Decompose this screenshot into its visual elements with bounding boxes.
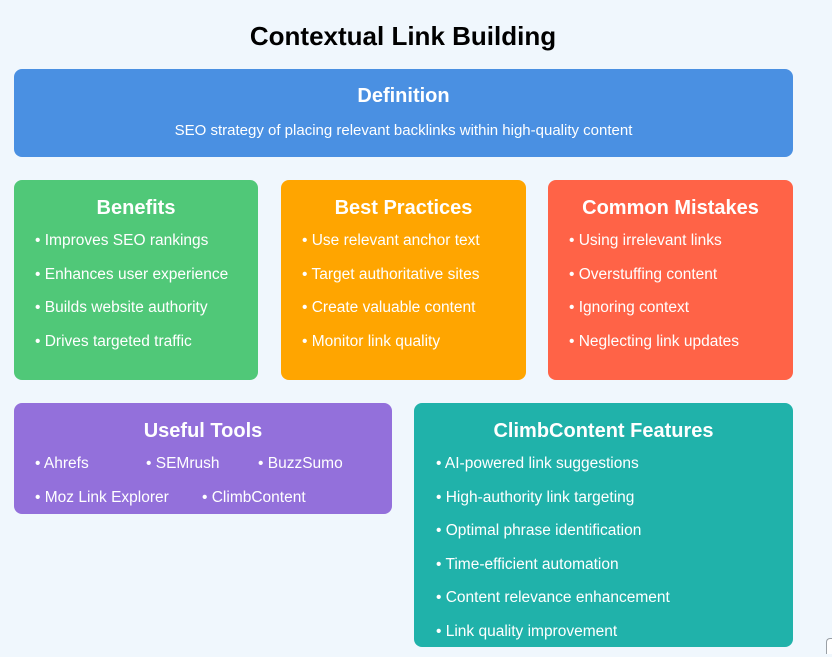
feature-item: Link quality improvement	[436, 623, 670, 657]
benefit-item: Enhances user experience	[35, 266, 229, 300]
common-mistake-item: Neglecting link updates	[569, 333, 739, 367]
tool-item: Ahrefs	[35, 455, 89, 473]
common-mistakes-title: Common Mistakes	[582, 197, 759, 219]
common-mistakes-box: Common Mistakes Using irrelevant links O…	[548, 180, 793, 380]
benefits-box: Benefits Improves SEO rankings Enhances …	[14, 180, 258, 380]
benefits-list: Improves SEO rankings Enhances user expe…	[35, 232, 229, 367]
feature-item: AI-powered link suggestions	[436, 455, 670, 489]
benefit-item: Builds website authority	[35, 299, 228, 333]
definition-text: SEO strategy of placing relevant backlin…	[174, 122, 633, 139]
resize-handle	[826, 638, 832, 654]
tools-box: Useful Tools Ahrefs SEMrush BuzzSumo Moz…	[14, 403, 392, 514]
definition-box: Definition SEO strategy of placing relev…	[14, 69, 793, 157]
feature-item: Content relevance enhancement	[436, 589, 670, 623]
tools-title: Useful Tools	[143, 420, 263, 442]
common-mistakes-list: Using irrelevant links Overstuffing cont…	[569, 232, 739, 366]
features-list: AI-powered link suggestions High-authori…	[436, 455, 670, 657]
best-practices-list: Use relevant anchor text Target authorit…	[302, 232, 480, 367]
features-title: ClimbContent Features	[493, 420, 714, 442]
best-practices-title: Best Practices	[334, 197, 473, 219]
feature-item: Time-efficient automation	[436, 556, 670, 590]
best-practice-item: Use relevant anchor text	[302, 232, 480, 266]
best-practice-item: Target authoritative sites	[302, 266, 480, 300]
features-box: ClimbContent Features AI-powered link su…	[414, 403, 793, 647]
tool-item: ClimbContent	[202, 489, 306, 507]
tool-item: SEMrush	[146, 455, 220, 473]
benefit-item: Improves SEO rankings	[35, 232, 228, 266]
benefits-title: Benefits	[96, 197, 176, 219]
best-practice-item: Create valuable content	[302, 299, 480, 333]
definition-title: Definition	[357, 85, 450, 107]
feature-item: Optimal phrase identification	[436, 522, 670, 556]
tool-item: BuzzSumo	[258, 455, 343, 473]
benefit-item: Drives targeted traffic	[35, 333, 228, 367]
common-mistake-item: Using irrelevant links	[569, 232, 739, 266]
common-mistake-item: Ignoring context	[569, 299, 739, 333]
best-practices-box: Best Practices Use relevant anchor text …	[281, 180, 526, 380]
common-mistake-item: Overstuffing content	[569, 266, 739, 300]
best-practice-item: Monitor link quality	[302, 333, 480, 367]
tool-item: Moz Link Explorer	[35, 489, 169, 507]
feature-item: High-authority link targeting	[436, 489, 670, 523]
page-title: Contextual Link Building	[249, 21, 557, 51]
